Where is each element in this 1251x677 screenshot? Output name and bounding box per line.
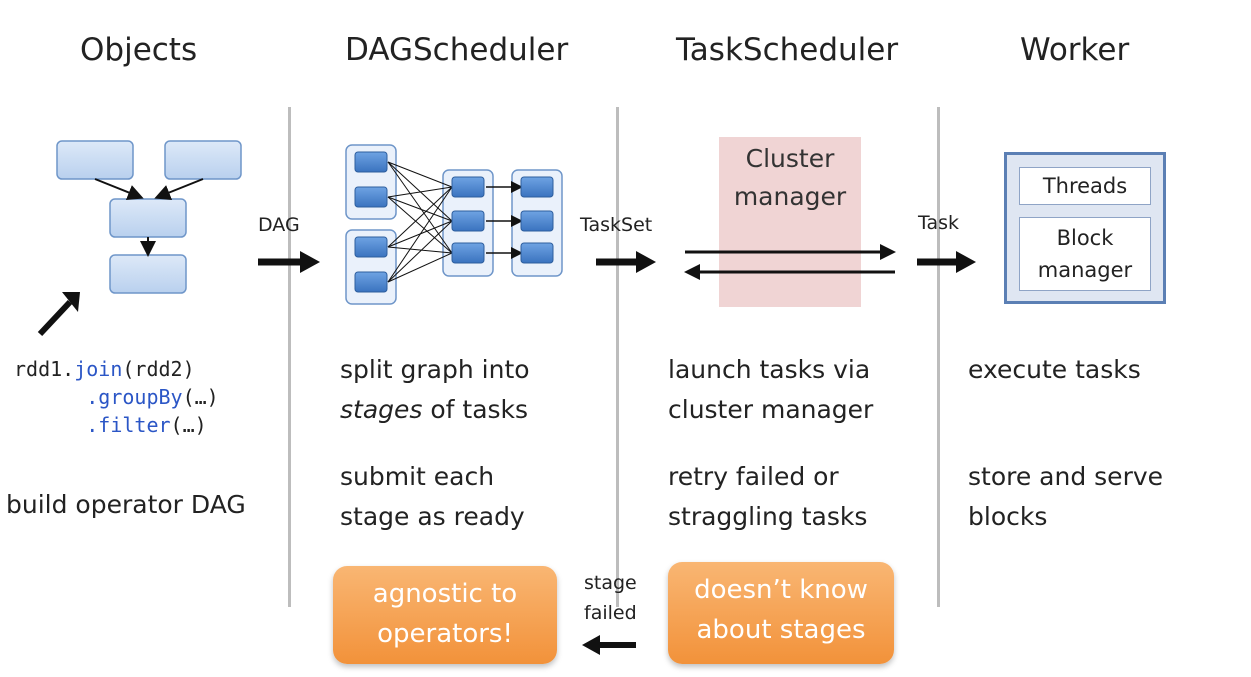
- dag-scheduler-header: DAGScheduler: [345, 32, 569, 68]
- rdd-code: rdd1.join(rdd2) .groupBy(…) .filter(…): [14, 355, 219, 439]
- task-scheduler-header: TaskScheduler: [676, 32, 899, 68]
- doesnt-know-pill-line2: about stages: [696, 615, 866, 645]
- block-manager-box: Block manager: [1019, 217, 1151, 291]
- divider-1: [288, 107, 291, 607]
- code-join-arg: (rdd2): [122, 357, 195, 381]
- dag-desc-2-line1: submit each: [340, 462, 495, 491]
- code-filter-arg: (…): [170, 413, 207, 437]
- dag-label: DAG: [258, 214, 300, 236]
- code-groupby: .groupBy: [86, 385, 183, 409]
- task-desc-1-line1: launch tasks via: [668, 355, 871, 384]
- task-desc-2-line1: retry failed or: [668, 462, 839, 491]
- dag-desc-1: split graph into stages of tasks: [340, 350, 530, 430]
- code-filter: .filter: [86, 413, 171, 437]
- agnostic-pill-line2: operators!: [377, 619, 513, 649]
- cluster-arrows: [684, 244, 896, 280]
- dag-desc-1-line2-rest: of tasks: [422, 395, 529, 424]
- task-desc-2-line2: straggling tasks: [668, 502, 868, 531]
- operator-dag: [37, 140, 242, 337]
- dag-node-3: [109, 198, 187, 238]
- dag-desc-2: submit each stage as ready: [340, 457, 525, 537]
- worker-box: Threads Block manager: [1004, 152, 1166, 304]
- threads-box: Threads: [1019, 167, 1151, 205]
- doesnt-know-pill: doesn’t know about stages: [668, 562, 894, 664]
- dag-desc-1-line2: stages of tasks: [340, 390, 530, 430]
- worker-desc-2: store and serve blocks: [968, 457, 1163, 537]
- task-desc-1-line2: cluster manager: [668, 395, 874, 424]
- worker-desc-2-line1: store and serve: [968, 462, 1164, 491]
- objects-description: build operator DAG: [6, 490, 246, 519]
- cluster-label-line2: manager: [733, 182, 847, 211]
- dag-node-2: [164, 140, 242, 180]
- agnostic-pill: agnostic to operators!: [333, 566, 557, 664]
- task-label: Task: [918, 212, 960, 234]
- divider-3: [937, 107, 940, 607]
- code-join: join: [74, 357, 123, 381]
- agnostic-pill-line1: agnostic to: [372, 579, 518, 609]
- worker-header: Worker: [1020, 32, 1130, 68]
- stage-failed-arrow: [582, 635, 636, 655]
- taskset-label: TaskSet: [580, 214, 653, 236]
- stage-graph: [345, 144, 563, 305]
- cluster-label-line1: Cluster: [745, 144, 835, 173]
- stage-failed-line1: stage: [584, 572, 637, 594]
- task-desc-1: launch tasks via cluster manager: [668, 350, 873, 430]
- dag-node-1: [56, 140, 134, 180]
- doesnt-know-pill-line1: doesn’t know: [694, 575, 868, 605]
- divider-2: [616, 107, 619, 607]
- dag-desc-2-line2: stage as ready: [340, 502, 525, 531]
- worker-desc-2-line2: blocks: [968, 502, 1048, 531]
- dag-node-4: [109, 254, 187, 294]
- block-manager-line2: manager: [1037, 258, 1133, 282]
- worker-desc-1: execute tasks: [968, 355, 1141, 384]
- dag-desc-1-line1: split graph into: [340, 355, 530, 384]
- stages-word: stages: [340, 395, 423, 424]
- objects-header: Objects: [80, 32, 198, 68]
- dag-arrow: [258, 251, 320, 273]
- stage-failed-label: stage failed: [584, 568, 637, 628]
- taskset-arrow: [596, 251, 656, 273]
- task-arrow: [917, 251, 976, 273]
- stage-failed-line2: failed: [584, 602, 637, 624]
- code-var: rdd1.: [14, 357, 75, 381]
- code-groupby-arg: (…): [182, 385, 219, 409]
- block-manager-line1: Block: [1056, 226, 1114, 250]
- task-desc-2: retry failed or straggling tasks: [668, 457, 867, 537]
- cluster-manager-label: Cluster manager: [719, 140, 861, 216]
